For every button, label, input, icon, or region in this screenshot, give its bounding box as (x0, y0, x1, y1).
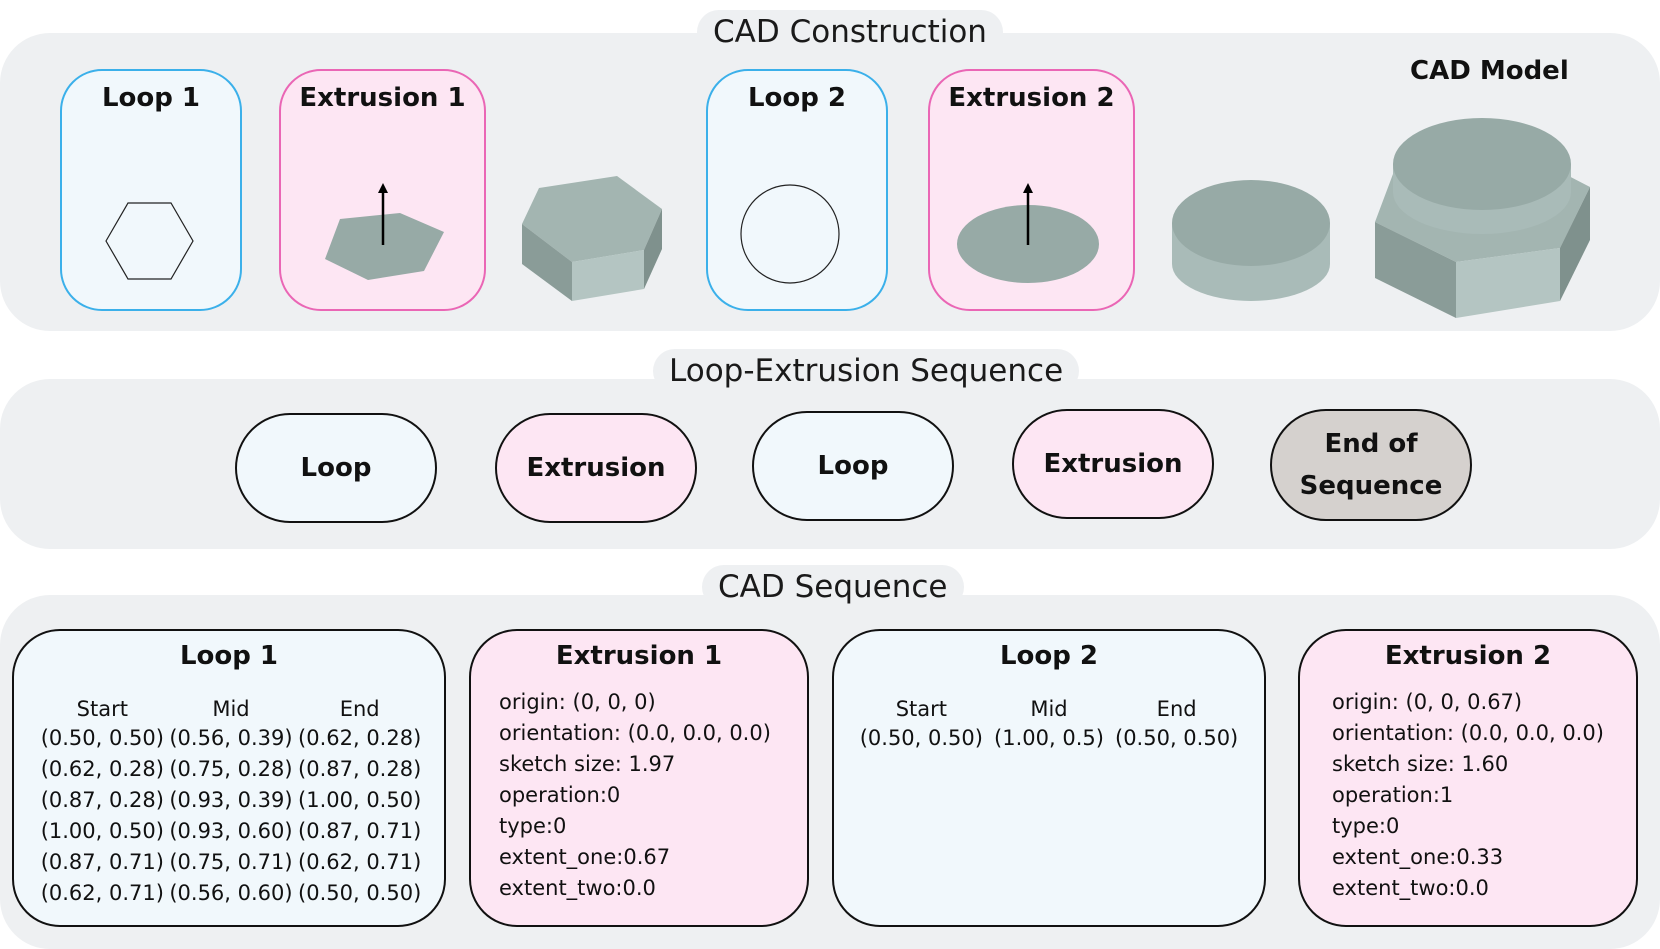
param-origin: origin: (0, 0, 0.67) (1332, 690, 1523, 714)
loop1-card: Loop 1 (60, 69, 242, 311)
param-extent-one: extent_one:0.67 (499, 845, 671, 869)
mid-point: (0.75, 0.28) (169, 757, 293, 781)
table-row: (0.62, 0.28)(0.75, 0.28)(0.87, 0.28) (38, 754, 424, 785)
extrusion2-params: origin: (0, 0, 0.67) orientation: (0.0, … (1332, 687, 1604, 904)
start-point: (0.87, 0.28) (40, 788, 164, 812)
extrusion2-card: Extrusion 2 (928, 69, 1135, 311)
loop1-points-table: Start Mid End (0.50, 0.50)(0.56, 0.39)(0… (38, 695, 424, 909)
extrusion1-detail-card: Extrusion 1 origin: (0, 0, 0) orientatio… (469, 629, 809, 927)
param-type: type:0 (499, 814, 567, 838)
loop2-card-title: Loop 2 (747, 83, 847, 113)
table-row: (0.87, 0.28)(0.93, 0.39)(1.00, 0.50) (38, 785, 424, 816)
table-row: (0.50, 0.50)(0.56, 0.39)(0.62, 0.28) (38, 723, 424, 754)
seq-loop-pill: Loop (752, 411, 954, 521)
construction-title: CAD Construction (697, 10, 1003, 54)
table-row: (0.87, 0.71)(0.75, 0.71)(0.62, 0.71) (38, 847, 424, 878)
col-start-header: Start (895, 697, 947, 721)
extrusion1-params: origin: (0, 0, 0) orientation: (0.0, 0.0… (499, 687, 771, 904)
param-sketch-size: sketch size: 1.60 (1332, 752, 1509, 776)
mid-point: (0.93, 0.39) (169, 788, 293, 812)
col-end-header: End (1156, 697, 1197, 721)
col-mid-header: Mid (1030, 697, 1068, 721)
end-point: (0.62, 0.28) (298, 726, 422, 750)
param-orientation: orientation: (0.0, 0.0, 0.0) (499, 721, 771, 745)
end-point: (0.50, 0.50) (298, 881, 422, 905)
end-point: (0.50, 0.50) (1115, 726, 1239, 750)
start-point: (0.62, 0.71) (40, 881, 164, 905)
cad-model-label: CAD Model (1410, 56, 1569, 86)
seq-extrusion-pill: Extrusion (495, 413, 697, 523)
seq-loop-pill: Loop (235, 413, 437, 523)
table-row: (0.62, 0.71)(0.56, 0.60)(0.50, 0.50) (38, 878, 424, 909)
loop1-card-title: Loop 1 (101, 83, 201, 113)
loop2-points-table: Start Mid End (0.50, 0.50)(1.00, 0.5)(0.… (854, 695, 1244, 754)
end-point: (0.87, 0.28) (298, 757, 422, 781)
loop1-detail-title: Loop 1 (179, 641, 279, 671)
loop2-detail-card: Loop 2 Start Mid End (0.50, 0.50) (1.00, … (832, 629, 1266, 927)
start-point: (0.50, 0.50) (859, 726, 983, 750)
extrusion1-detail-title: Extrusion 1 (555, 641, 723, 671)
mid-point: (0.93, 0.60) (169, 819, 293, 843)
param-sketch-size: sketch size: 1.97 (499, 752, 676, 776)
start-point: (0.62, 0.28) (40, 757, 164, 781)
start-point: (1.00, 0.50) (40, 819, 164, 843)
start-point: (0.50, 0.50) (40, 726, 164, 750)
param-orientation: orientation: (0.0, 0.0, 0.0) (1332, 721, 1604, 745)
param-type: type:0 (1332, 814, 1400, 838)
cad-sequence-title: CAD Sequence (702, 565, 964, 609)
param-operation: operation:0 (499, 783, 621, 807)
loop1-header-row: Start Mid End (38, 695, 424, 723)
extrusion1-card: Extrusion 1 (279, 69, 486, 311)
loop2-detail-title: Loop 2 (999, 641, 1099, 671)
table-row: (0.50, 0.50) (1.00, 0.5) (0.50, 0.50) (854, 723, 1244, 754)
extrusion1-card-title: Extrusion 1 (299, 83, 466, 113)
loop2-header-row: Start Mid End (854, 695, 1244, 723)
end-point: (0.87, 0.71) (298, 819, 422, 843)
extrusion2-card-title: Extrusion 2 (948, 83, 1115, 113)
loop2-card: Loop 2 (706, 69, 888, 311)
mid-point: (1.00, 0.5) (994, 726, 1104, 750)
mid-point: (0.56, 0.60) (169, 881, 293, 905)
param-extent-two: extent_two:0.0 (499, 876, 656, 900)
param-extent-two: extent_two:0.0 (1332, 876, 1489, 900)
loop1-detail-card: Loop 1 Start Mid End (0.50, 0.50)(0.56, … (12, 629, 446, 927)
table-row: (1.00, 0.50)(0.93, 0.60)(0.87, 0.71) (38, 816, 424, 847)
extrusion2-detail-card: Extrusion 2 origin: (0, 0, 0.67) orienta… (1298, 629, 1638, 927)
extrusion2-detail-title: Extrusion 2 (1384, 641, 1552, 671)
end-point: (0.62, 0.71) (298, 850, 422, 874)
param-origin: origin: (0, 0, 0) (499, 690, 656, 714)
seq-end-pill: End of Sequence (1270, 409, 1472, 521)
col-end-header: End (339, 697, 380, 721)
start-point: (0.87, 0.71) (40, 850, 164, 874)
col-mid-header: Mid (212, 697, 250, 721)
seq-extrusion-pill: Extrusion (1012, 409, 1214, 519)
loop-extrusion-title: Loop-Extrusion Sequence (653, 349, 1080, 393)
param-extent-one: extent_one:0.33 (1332, 845, 1504, 869)
mid-point: (0.56, 0.39) (169, 726, 293, 750)
mid-point: (0.75, 0.71) (169, 850, 293, 874)
col-start-header: Start (76, 697, 128, 721)
param-operation: operation:1 (1332, 783, 1454, 807)
end-point: (1.00, 0.50) (298, 788, 422, 812)
